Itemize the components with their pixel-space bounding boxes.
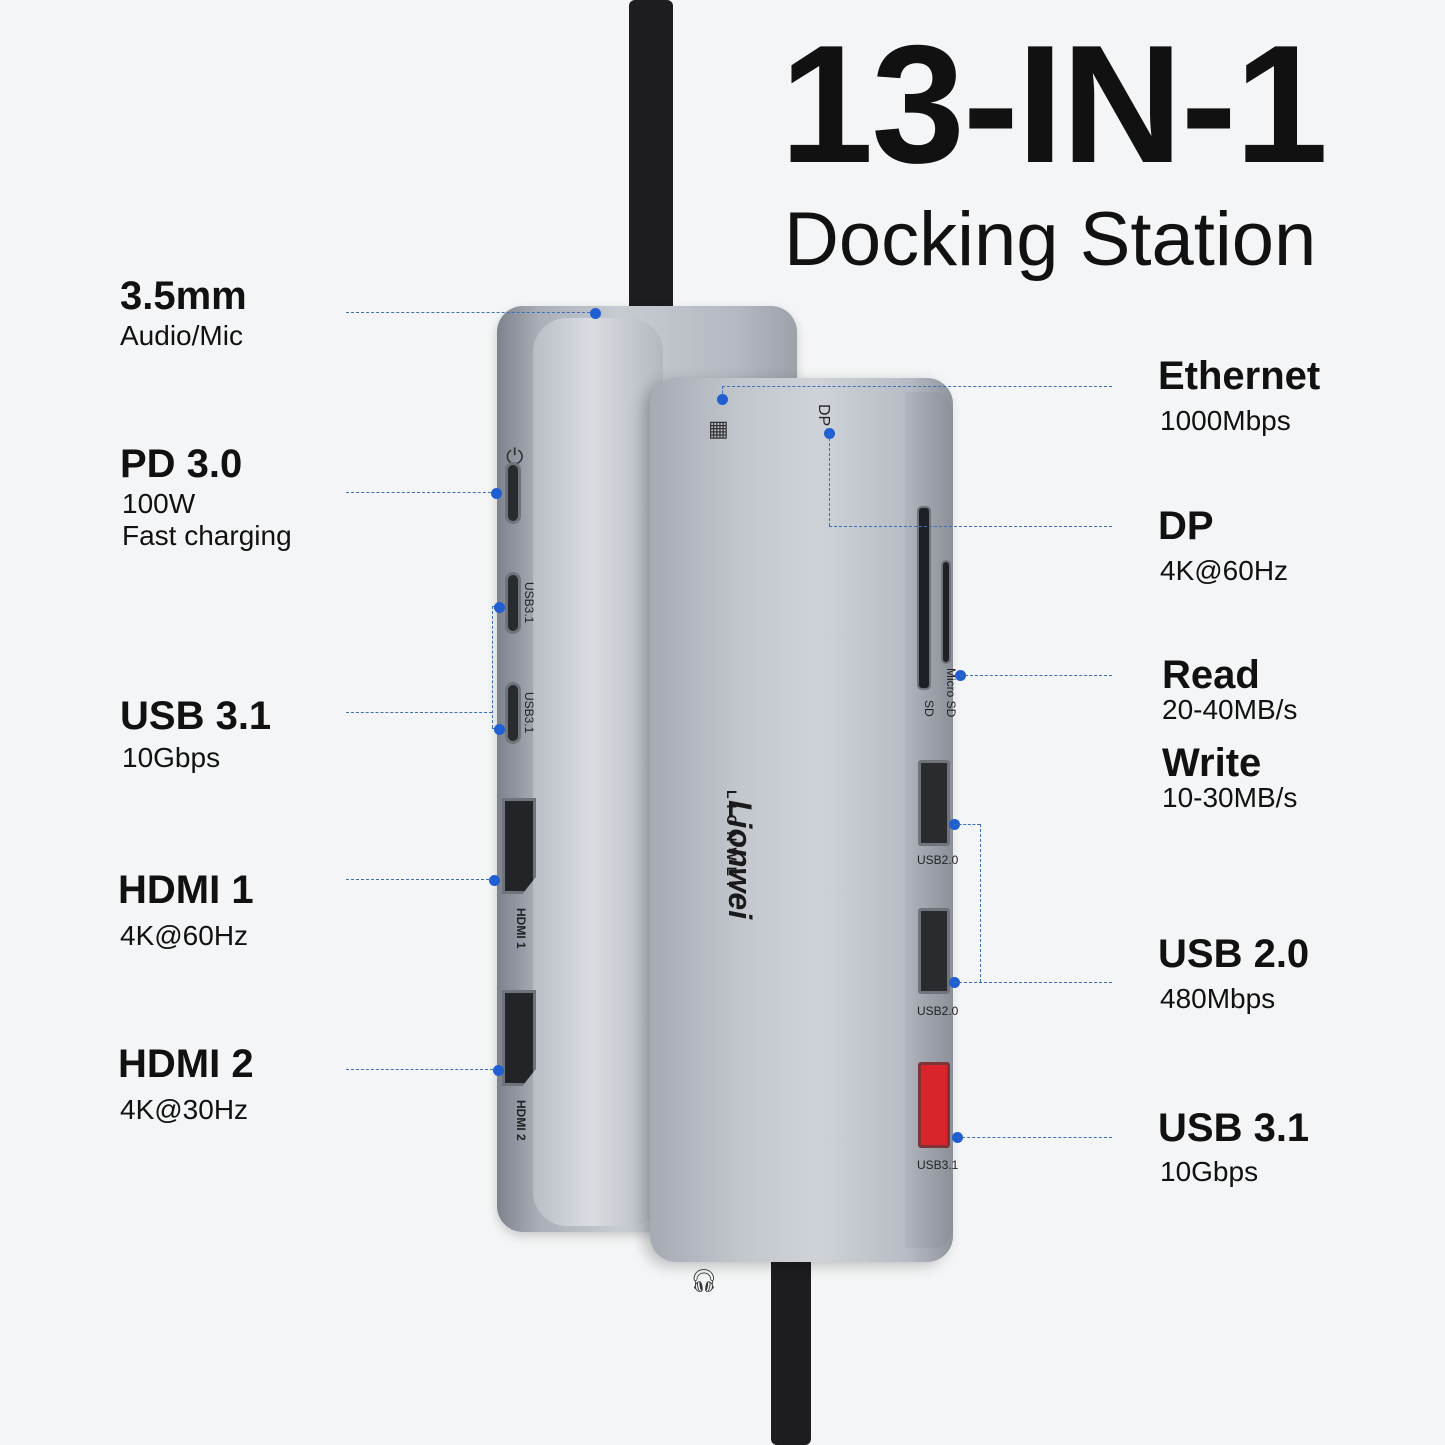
usbc-port-2 (505, 682, 521, 744)
label-hdmi1-title: HDMI 1 (118, 868, 254, 912)
hdmi2-port (502, 990, 536, 1086)
usb20-marking-1: USB2.0 (917, 853, 959, 867)
page-title: 13-IN-1 (780, 10, 1328, 198)
label-audio-detail: Audio/Mic (120, 320, 243, 351)
hub-back-face (533, 318, 663, 1226)
leader-dot-ethernet (717, 394, 728, 405)
label-dp-detail: 4K@60Hz (1160, 555, 1289, 586)
hdmi2-marking: HDMI 2 (514, 1100, 528, 1141)
label-read-detail: 20-40MB/s (1162, 694, 1298, 725)
leader-dot-usb31-1 (494, 602, 505, 613)
page-subtitle: Docking Station (784, 197, 1317, 282)
label-hdmi1-detail: 4K@60Hz (120, 920, 249, 951)
bottom-cable (771, 1256, 811, 1445)
leader-line-dp (829, 526, 1112, 527)
leader-bracket-usb31 (492, 606, 493, 728)
usb20-port-2 (918, 908, 950, 994)
label-pd-title: PD 3.0 (120, 442, 243, 486)
label-audio-title: 3.5mm (120, 274, 247, 318)
brand-name: LIONWEI (724, 790, 740, 892)
hub-front-body (650, 378, 953, 1262)
label-usb31-title: USB 3.1 (120, 694, 272, 738)
usb20-port-1 (918, 760, 950, 846)
leader-line-ethernet-drop (722, 386, 723, 398)
leader-dot-usb31-2 (494, 724, 505, 735)
leader-line-ethernet (722, 386, 1112, 387)
leader-line-pd (346, 492, 496, 493)
label-usb31-front-title: USB 3.1 (1158, 1106, 1310, 1150)
top-cable (629, 0, 673, 316)
leader-dot-hdmi2 (493, 1065, 504, 1076)
leader-line-audio (346, 312, 595, 313)
label-ethernet-detail: 1000Mbps (1160, 405, 1291, 436)
leader-bracket-usb20 (980, 824, 981, 982)
leader-line-hdmi1 (346, 879, 494, 880)
hdmi1-port (502, 798, 536, 894)
label-read-title: Read (1162, 653, 1260, 697)
label-usb20-title: USB 2.0 (1158, 932, 1310, 976)
usb31-marking-front: USB3.1 (917, 1158, 959, 1172)
label-usb20-detail: 480Mbps (1160, 983, 1276, 1014)
usb20-marking-2: USB2.0 (917, 1004, 959, 1018)
leader-line-usb31-front (957, 1137, 1112, 1138)
pd-usbc-port (505, 462, 521, 524)
leader-bracket-usb20-top (954, 824, 980, 825)
leader-dot-audio (590, 308, 601, 319)
dp-marking: DP (815, 404, 832, 427)
label-write-title: Write (1162, 741, 1262, 785)
usb31-port-front (918, 1062, 950, 1148)
sd-marking: SD (922, 700, 936, 717)
usb31-marking-1: USB3.1 (522, 582, 536, 624)
leader-dot-hdmi1 (489, 875, 500, 886)
leader-line-hdmi2 (346, 1069, 498, 1070)
usbc-port-1 (505, 572, 521, 634)
label-usb31-detail: 10Gbps (122, 742, 221, 773)
label-pd-detail-2: Fast charging (122, 520, 292, 551)
leader-line-card (960, 675, 1112, 676)
leader-line-dp-drop (829, 433, 830, 526)
label-dp-title: DP (1158, 504, 1214, 548)
label-hdmi2-title: HDMI 2 (118, 1042, 254, 1086)
sd-card-slot (917, 506, 931, 690)
label-write-detail: 10-30MB/s (1162, 782, 1298, 813)
label-ethernet-title: Ethernet (1158, 354, 1321, 398)
ethernet-icon: ▦ (708, 416, 729, 441)
hdmi1-marking: HDMI 1 (514, 908, 528, 949)
usb31-marking-2: USB3.1 (522, 692, 536, 734)
leader-dot-pd (491, 488, 502, 499)
microsd-card-slot (941, 560, 951, 664)
leader-line-usb31 (346, 712, 492, 713)
label-hdmi2-detail: 4K@30Hz (120, 1094, 249, 1125)
label-pd-detail-1: 100W (122, 488, 196, 519)
headphone-icon: 🎧︎ (690, 1268, 718, 1293)
label-usb31-front-detail: 10Gbps (1160, 1156, 1259, 1187)
leader-line-usb20 (954, 982, 1112, 983)
